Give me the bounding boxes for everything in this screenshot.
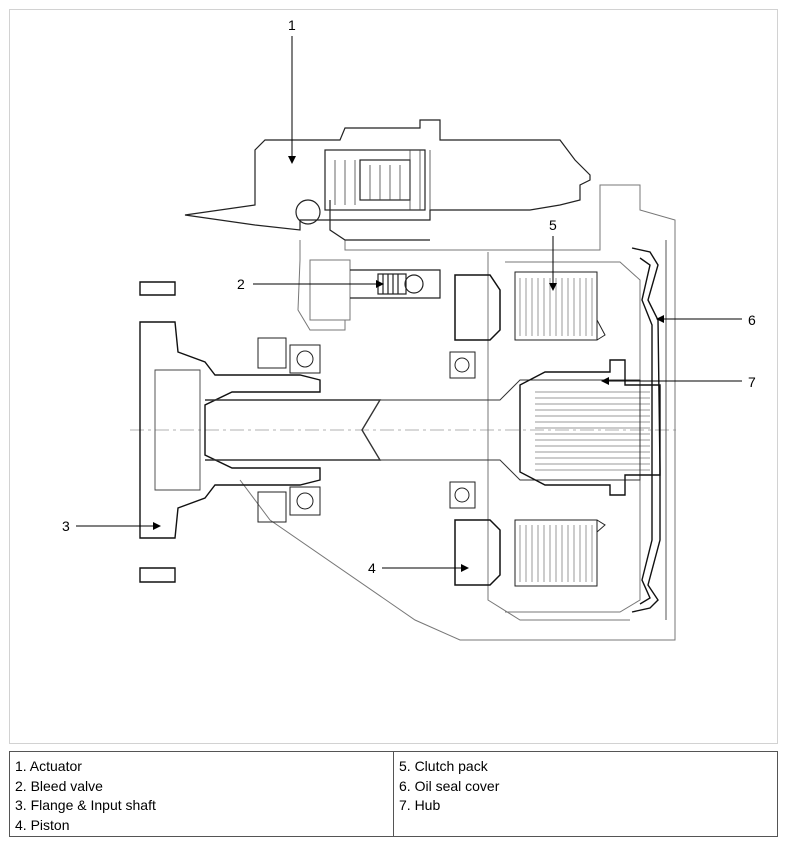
legend-item-hub: 7. Hub <box>399 797 441 814</box>
actuator-mechanism <box>334 150 431 210</box>
callout-3: 3 <box>62 518 70 534</box>
legend-item-oil-seal-cover: 6. Oil seal cover <box>399 777 500 794</box>
callout-2: 2 <box>237 276 245 292</box>
actuator <box>184 119 591 241</box>
oil-seal-cover <box>631 240 667 620</box>
housing <box>239 184 676 641</box>
legend-item-flange-input-shaft: 3. Flange & Input shaft <box>15 797 156 814</box>
clutch-pack <box>514 271 606 587</box>
legend-left-column: 1. Actuator 2. Bleed valve 3. Flange & I… <box>10 752 393 836</box>
bearings <box>257 337 476 523</box>
legend-item-actuator: 1. Actuator <box>15 758 82 774</box>
legend-item-piston: 4. Piston <box>15 816 70 833</box>
flange-input-shaft <box>139 281 641 583</box>
legend-table: 1. Actuator 2. Bleed valve 3. Flange & I… <box>9 751 778 837</box>
callout-5: 5 <box>549 217 557 233</box>
clutch-plates <box>519 278 593 582</box>
cross-section-diagram: 1 2 3 4 5 6 7 <box>62 17 756 641</box>
callout-6: 6 <box>748 312 756 328</box>
callout-4: 4 <box>368 560 376 576</box>
legend-right-column: 5. Clutch pack 6. Oil seal cover 7. Hub <box>393 752 777 836</box>
callout-7: 7 <box>748 374 756 390</box>
legend-item-clutch-pack: 5. Clutch pack <box>399 758 488 774</box>
legend-item-bleed-valve: 2. Bleed valve <box>15 777 103 794</box>
hub-splines <box>535 391 650 471</box>
callout-1: 1 <box>288 17 296 33</box>
pistons <box>454 274 501 586</box>
figure-frame <box>9 9 778 744</box>
